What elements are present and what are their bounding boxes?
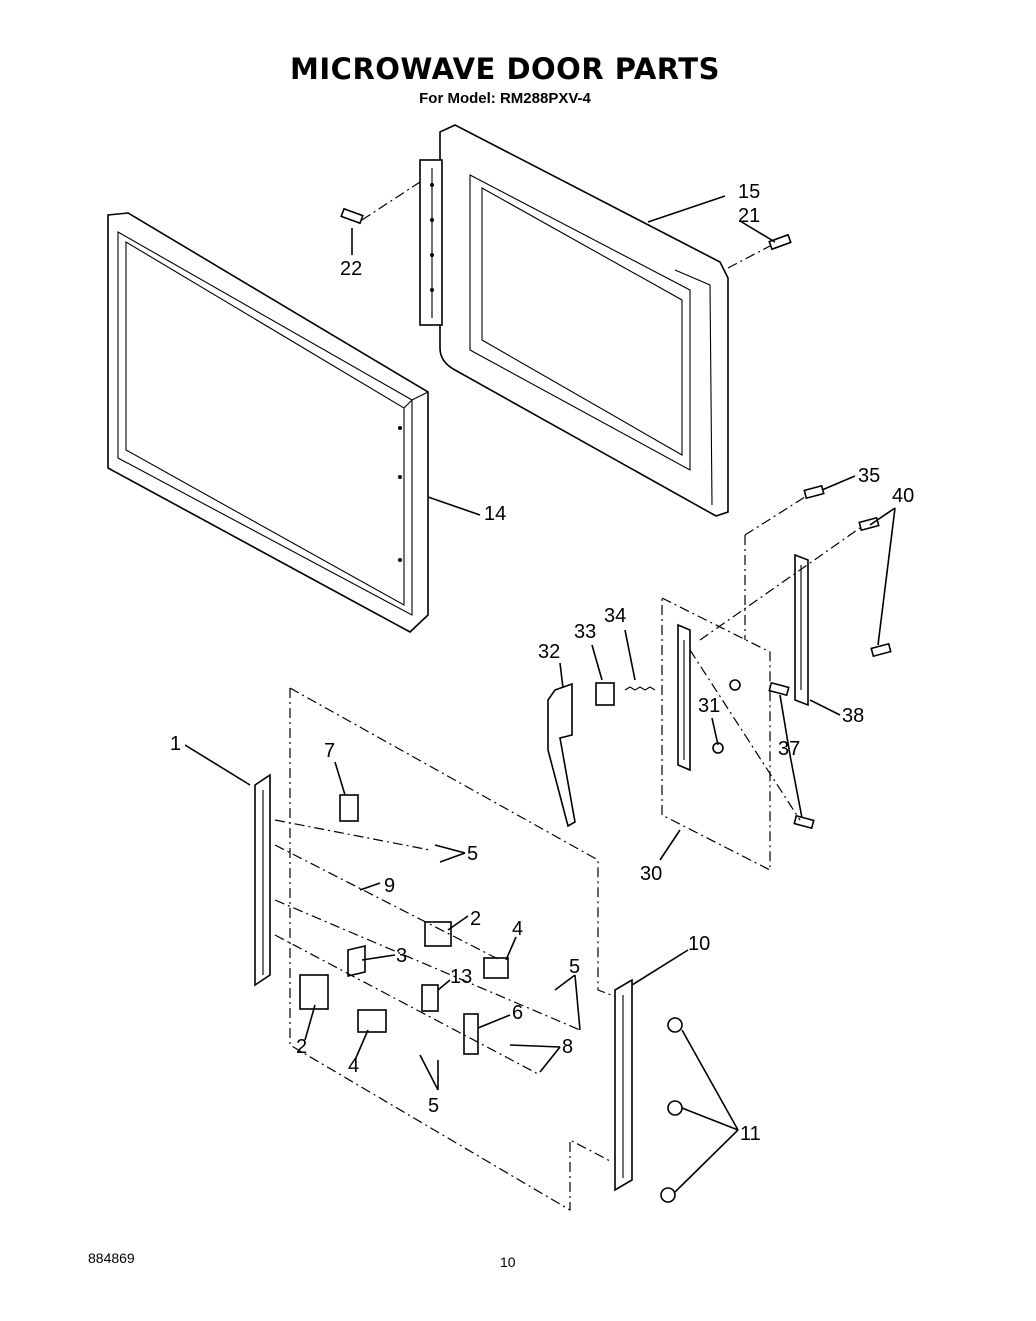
callout-30: 30 — [640, 863, 662, 885]
callout-2: 2 — [470, 908, 481, 930]
callout-38: 38 — [842, 705, 864, 727]
callout-4: 4 — [512, 918, 523, 940]
page-number: 10 — [500, 1254, 516, 1270]
callout-10: 10 — [688, 933, 710, 955]
doc-number: 884869 — [88, 1250, 135, 1266]
small-parts-cluster — [274, 794, 581, 1076]
callout-11: 11 — [740, 1123, 761, 1145]
callout-22: 22 — [340, 258, 362, 280]
callout-7: 7 — [324, 740, 335, 762]
callout-35: 35 — [858, 465, 880, 487]
callout-33: 33 — [574, 621, 596, 643]
leader-lines — [184, 195, 896, 1193]
hinge-part-10 — [614, 978, 683, 1203]
callout-5: 5 — [467, 843, 478, 865]
callout-labels: 1 2 2 3 4 4 5 5 5 6 7 8 9 10 11 13 14 15… — [170, 181, 914, 1145]
callout-3: 3 — [396, 945, 407, 967]
latch-part-33 — [595, 682, 615, 706]
callout-6: 6 — [512, 1002, 523, 1024]
spring-part-34 — [624, 686, 656, 691]
callout-5: 5 — [569, 956, 580, 978]
callout-4: 4 — [348, 1055, 359, 1077]
callout-5: 5 — [428, 1095, 439, 1117]
screw-22 — [340, 181, 421, 225]
model-subtitle: For Model: RM288PXV-4 — [419, 90, 591, 107]
page-title: MICROWAVE DOOR PARTS — [290, 52, 720, 86]
callout-13: 13 — [450, 966, 472, 988]
latch-assembly-part-30 — [661, 597, 771, 871]
callout-40: 40 — [892, 485, 914, 507]
callout-31: 31 — [698, 695, 720, 717]
callout-2: 2 — [296, 1036, 307, 1058]
callout-37: 37 — [778, 738, 800, 760]
callout-14: 14 — [484, 503, 506, 525]
callout-1: 1 — [170, 733, 181, 755]
door-frame-part-14 — [107, 212, 429, 633]
screws-35-40-37 — [689, 484, 892, 830]
callout-8: 8 — [562, 1036, 573, 1058]
inner-door-panel-part-15 — [419, 124, 729, 517]
callout-9: 9 — [384, 875, 395, 897]
latch-plate-part-38 — [794, 553, 809, 707]
latch-hook-part-32 — [547, 682, 576, 828]
screw-21 — [727, 233, 792, 269]
callout-34: 34 — [604, 605, 626, 627]
callout-21: 21 — [738, 205, 760, 227]
callout-32: 32 — [538, 641, 560, 663]
callout-15: 15 — [738, 181, 760, 203]
hinge-bracket-part-1 — [254, 687, 631, 1212]
